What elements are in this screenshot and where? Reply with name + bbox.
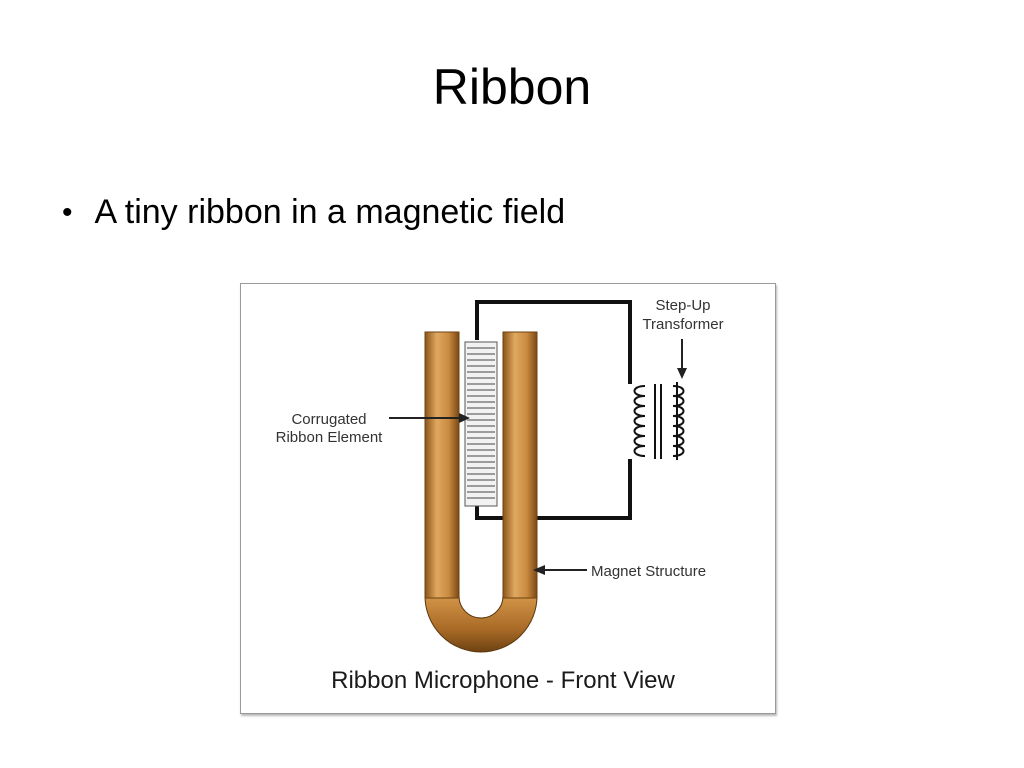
circuit-wire-bottom [475, 459, 632, 520]
circuit-wire [475, 300, 632, 384]
bullet-dot: • [62, 196, 73, 229]
diagram-svg: Step-Up Transformer Corrugated Ribbon El… [276, 297, 724, 694]
ribbon-microphone-diagram: Step-Up Transformer Corrugated Ribbon El… [240, 283, 776, 714]
ribbon-label-line2: Ribbon Element [276, 429, 384, 446]
transformer-coil [672, 385, 685, 457]
transformer-arrow [677, 339, 687, 379]
ribbon-label-line1: Corrugated [291, 411, 366, 428]
transformer-label-line1: Step-Up [655, 297, 710, 314]
transformer-label-line2: Transformer [642, 316, 723, 333]
bullet-text: A tiny ribbon in a magnetic field [94, 193, 566, 231]
slide-title: Ribbon [432, 59, 592, 115]
diagram-caption: Ribbon Microphone - Front View [331, 667, 675, 694]
magnet-arrow [533, 565, 587, 575]
bullet-item: • A tiny ribbon in a magnetic field [62, 192, 565, 233]
corrugated-ribbon [464, 341, 498, 507]
step-up-transformer [633, 382, 685, 460]
transformer-coil [633, 385, 646, 457]
magnet-label: Magnet Structure [591, 563, 706, 580]
magnet-structure [424, 331, 538, 653]
ribbon-arrow [389, 413, 470, 423]
